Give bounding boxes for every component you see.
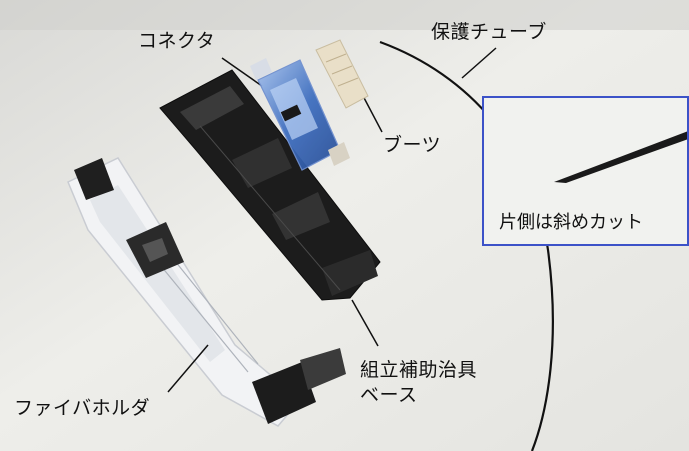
boot-label: ブーツ: [383, 134, 442, 156]
boot: [315, 39, 369, 109]
assembly-base-label-line1: 組立補助治具: [360, 359, 478, 381]
leader-base: [351, 299, 379, 347]
tube-cut-inset: 片側は斜めカット: [482, 96, 689, 246]
tube-cut-tip: [554, 131, 687, 183]
connector: [250, 58, 350, 171]
inset-caption: 片側は斜めカット: [499, 212, 643, 233]
background-top-shade: [0, 0, 689, 30]
inset-photo: [484, 98, 687, 244]
leader-holder: [167, 344, 209, 393]
connector-label: コネクタ: [138, 30, 216, 52]
assembly-jig-base: [159, 69, 381, 301]
assembly-base-label-line2: ベース: [360, 384, 418, 406]
leader-connector: [221, 57, 263, 87]
protective-tube-label: 保護チューブ: [431, 21, 547, 43]
leader-boot: [361, 93, 383, 133]
fiber-holder: [67, 157, 346, 427]
leader-tube: [461, 47, 497, 79]
fiber-holder-label: ファイバホルダ: [14, 397, 151, 419]
